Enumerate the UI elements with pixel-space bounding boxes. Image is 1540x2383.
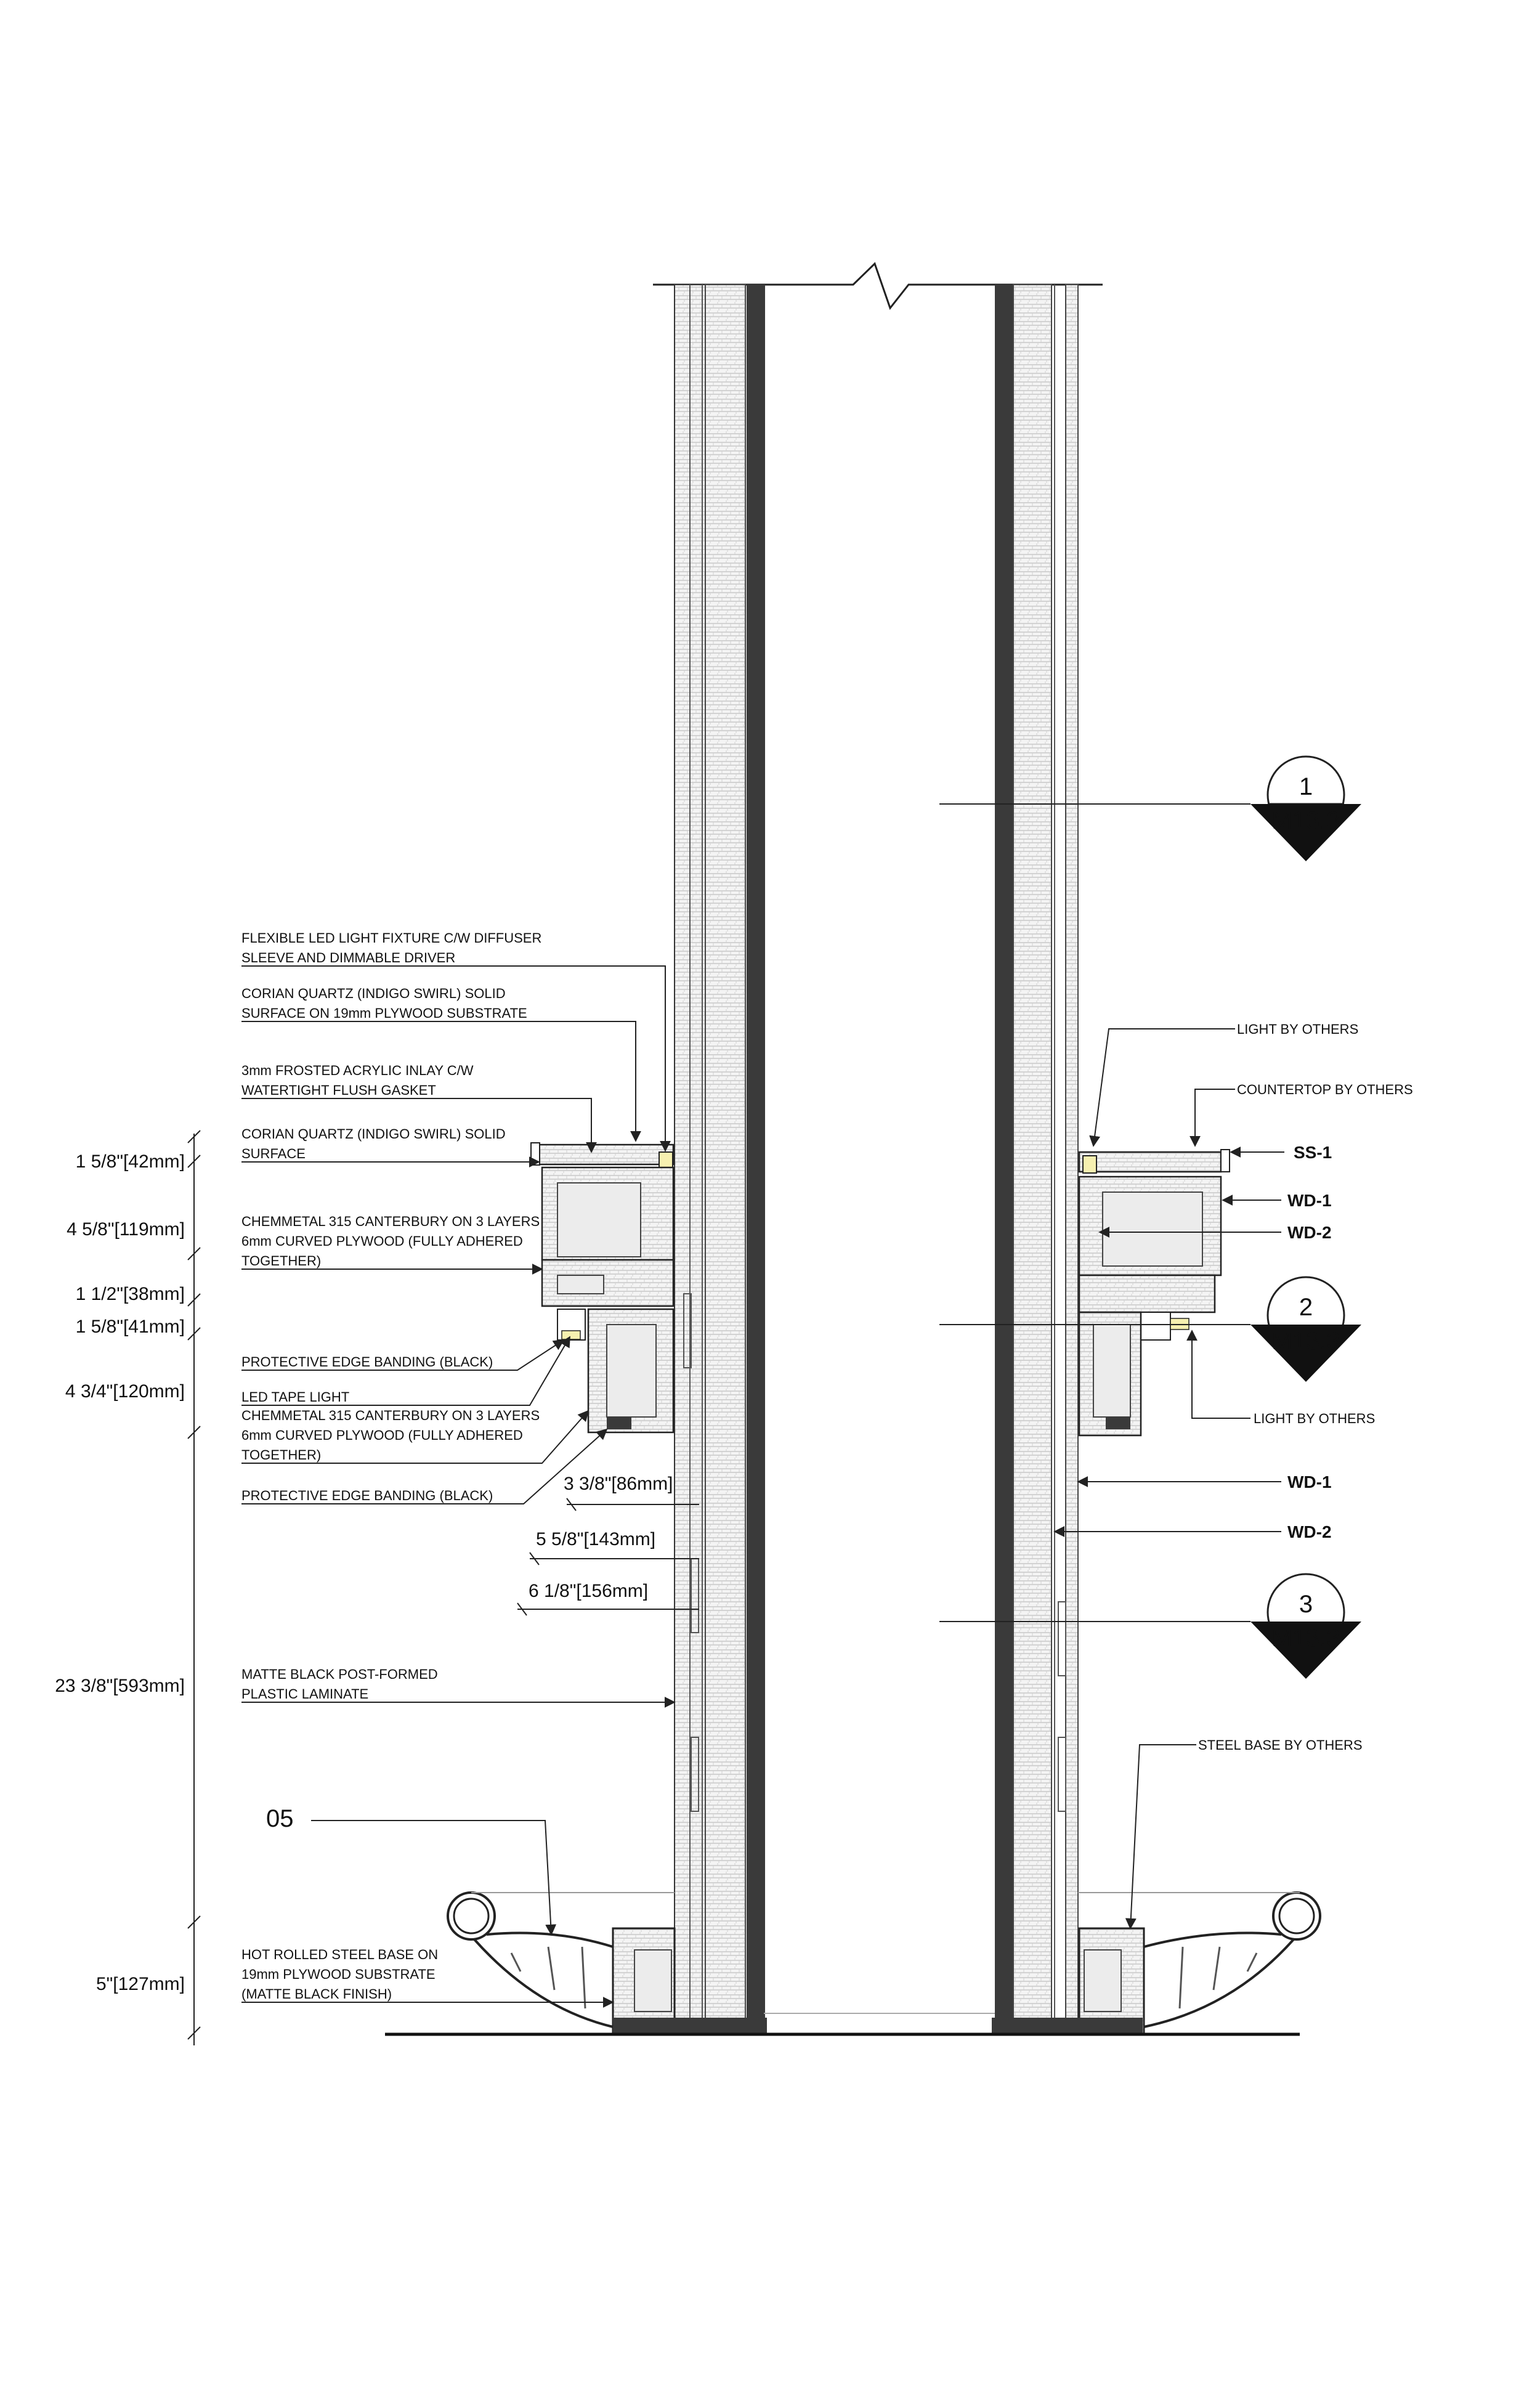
horizontal-dimensions: 3 3/8"[86mm] 5 5/8"[143mm] 6 1/8"[156mm] — [517, 1474, 699, 1616]
right-notes: LIGHT BY OTHERS COUNTERTOP BY OTHERS SS-… — [1053, 1021, 1413, 1930]
section-1-number: 1 — [1299, 773, 1313, 800]
detail-callout-05: 05 — [266, 1805, 557, 1936]
vertical-dimension-string: 1 5/8"[42mm] 4 5/8"[119mm] 1 1/2"[38mm] … — [55, 1130, 201, 2045]
dim-v-1: 1 5/8"[42mm] — [76, 1151, 185, 1172]
dim-v-2: 4 5/8"[119mm] — [67, 1219, 185, 1240]
right-counter-assembly — [1078, 1149, 1230, 1437]
detail-callout-label: 05 — [266, 1805, 294, 1832]
note-light-by-others-2: LIGHT BY OTHERS — [1254, 1411, 1375, 1426]
dim-v-7: 5"[127mm] — [96, 1974, 185, 1994]
note-edge-banding-1: PROTECTIVE EDGE BANDING (BLACK) — [241, 1354, 493, 1370]
dim-h-2: 5 5/8"[143mm] — [536, 1529, 655, 1549]
note-led-tape: LED TAPE LIGHT — [241, 1389, 349, 1405]
right-column-wall — [995, 284, 1079, 2035]
section-3-number: 3 — [1299, 1591, 1313, 1618]
section-3-sheet: M13.3 — [1271, 1625, 1340, 1652]
tag-wd1-upper: WD-1 — [1287, 1191, 1332, 1210]
left-column-wall — [674, 284, 765, 2035]
section-1-sheet: M13.3 — [1271, 807, 1340, 834]
dim-v-5: 4 3/4"[120mm] — [65, 1381, 185, 1402]
left-steel-base — [447, 1891, 767, 2036]
note-countertop-by-others: COUNTERTOP BY OTHERS — [1237, 1082, 1413, 1097]
tag-wd1-lower: WD-1 — [1287, 1472, 1332, 1492]
section-2-sheet: M13.3 — [1271, 1328, 1340, 1355]
tag-ss1: SS-1 — [1294, 1143, 1332, 1162]
dim-v-3: 1 1/2"[38mm] — [76, 1284, 185, 1304]
dim-h-1: 3 3/8"[86mm] — [564, 1474, 673, 1494]
section-marker-2: 2 M13.3 — [939, 1276, 1361, 1382]
dim-v-4: 1 5/8"[41mm] — [76, 1317, 185, 1337]
tag-wd2-lower: WD-2 — [1287, 1522, 1332, 1541]
section-marker-1: 1 M13.3 — [939, 755, 1361, 861]
note-light-by-others-1: LIGHT BY OTHERS — [1237, 1021, 1358, 1037]
dim-v-6: 23 3/8"[593mm] — [55, 1676, 185, 1696]
break-line — [653, 262, 1103, 311]
right-steel-base — [992, 1891, 1321, 2036]
note-steel-base-by-others: STEEL BASE BY OTHERS — [1198, 1737, 1363, 1753]
left-counter-assembly — [530, 1142, 675, 1434]
tag-wd2-upper: WD-2 — [1287, 1223, 1332, 1242]
dim-h-3: 6 1/8"[156mm] — [529, 1581, 648, 1601]
note-edge-banding-2: PROTECTIVE EDGE BANDING (BLACK) — [241, 1488, 493, 1503]
section-2-number: 2 — [1299, 1294, 1313, 1321]
section-marker-3: 3 M13.3 — [939, 1573, 1361, 1679]
